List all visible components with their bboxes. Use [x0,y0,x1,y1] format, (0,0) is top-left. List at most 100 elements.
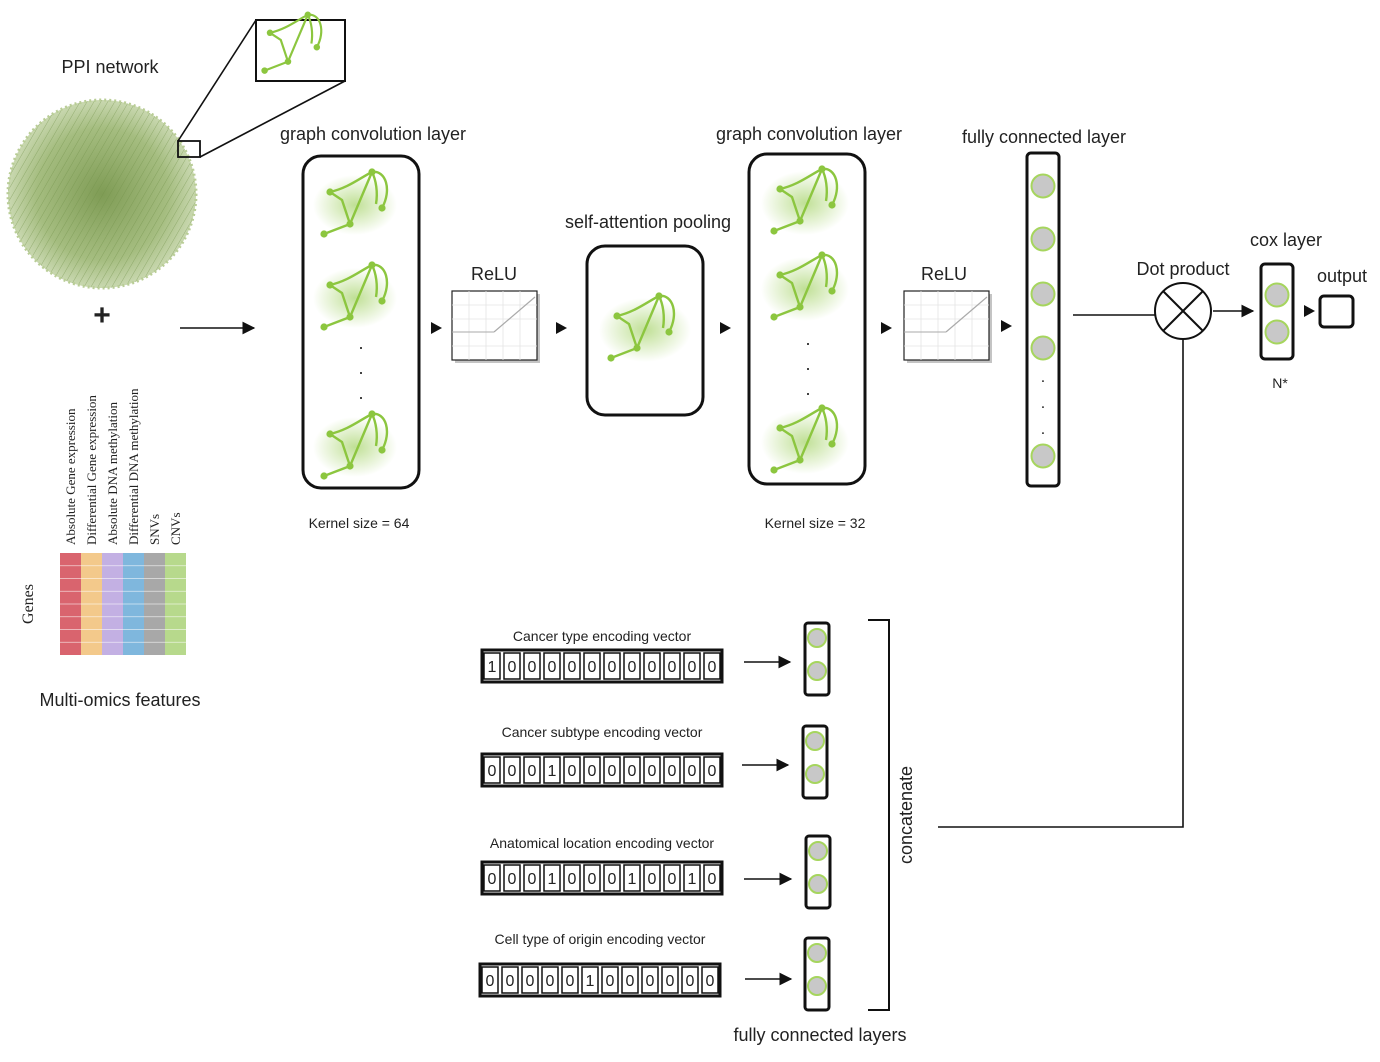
encoding-bit: 0 [568,763,577,780]
encoding-bit: 0 [668,871,677,888]
gcl-2-kernel-graph [761,164,849,236]
encoding-bit: 1 [628,871,637,888]
encoding-bit: 0 [686,973,695,990]
concatenate-label: concatenate [896,766,916,864]
encoding-bit: 0 [508,871,517,888]
encoding-bit-cell [543,652,561,680]
encoding-bit: 0 [526,973,535,990]
encoding-bit: 0 [688,659,697,676]
encoding-bit: 0 [528,659,537,676]
encoding-bit: 0 [568,871,577,888]
encoding-vector-box [480,752,724,788]
encoding-bit: 0 [528,871,537,888]
arrow-head [1001,320,1012,332]
zoom-selection-box [177,140,201,158]
neuron [1030,443,1056,469]
encoding-bit-cell [583,652,601,680]
encoding-bit: 0 [608,763,617,780]
encoding-bit: 0 [566,973,575,990]
encoding-bit-cell [483,756,501,784]
encoding-bit-cell [523,652,541,680]
encoding-bit-cell [481,966,499,994]
encoding-bit-cell [601,966,619,994]
neuron [807,628,827,648]
encoding-bit-cell [663,864,681,892]
pooled-graph [599,291,691,363]
encoding-bit: 0 [688,763,697,780]
encoding-bit-cell [543,864,561,892]
fc-layers-label: fully connected layers [733,1025,906,1045]
encoding-bit-cell [663,756,681,784]
encoding-bit: 0 [708,659,717,676]
dot-product-operator [1154,282,1212,340]
neuron [1030,173,1056,199]
encoding-bit-cell [503,864,521,892]
encoding-bit-cell [683,652,701,680]
ellipsis-dot: . [1041,369,1045,386]
encoding-bit: 0 [508,659,517,676]
ppi-network-label: PPI network [61,57,159,77]
encoding-bit: 0 [568,659,577,676]
zoom-inset [255,10,346,82]
encoding-bit-cell [563,756,581,784]
output-node [1318,294,1355,329]
cox-layer-title: cox layer [1250,230,1322,250]
arrow-head [431,322,442,334]
encoding-bit: 1 [488,659,497,676]
encoding-bit: 0 [546,973,555,990]
encoding-vector-title: Cancer subtype encoding vector [502,724,703,740]
encoding-bit: 0 [628,659,637,676]
encoding-bit: 0 [668,659,677,676]
encoding-bit: 1 [586,973,595,990]
encoding-bit: 0 [548,659,557,676]
encoding-bit-cell [583,864,601,892]
encoding-bit: 0 [666,973,675,990]
encoding-bit: 0 [608,659,617,676]
encoding-bit-cell [603,864,621,892]
dot-product-label: Dot product [1136,259,1229,279]
encoding-bit-cell [683,864,701,892]
encoding-bit-cell [543,756,561,784]
encoding-bit-cell [643,864,661,892]
concatenate-bracket [868,619,890,1011]
encoding-bit: 0 [488,871,497,888]
kernel-size-64-label: Kernel size = 64 [309,515,410,531]
encoding-bit-cell [621,966,639,994]
n-star-label: N* [1272,375,1288,391]
relu-1-label: ReLU [471,264,517,284]
concat-to-dot-line [938,339,1184,828]
encoding-bit: 0 [708,871,717,888]
encoding-vector-box [480,860,724,896]
ellipsis-dot: . [805,354,810,374]
neuron [808,874,828,894]
encoding-bit: 0 [708,763,717,780]
encoding-bit: 0 [506,973,515,990]
encoding-bit-cell [563,864,581,892]
neuron [1030,226,1056,252]
encoding-bit-cell [583,756,601,784]
ellipsis-dot: . [805,379,810,399]
neuron [1264,319,1290,345]
encoding-bit: 0 [668,763,677,780]
encoding-bit: 0 [528,763,537,780]
encoding-bit-cell [503,652,521,680]
encoding-bit-cell [681,966,699,994]
encoding-bit: 0 [648,659,657,676]
encoding-bit: 0 [606,973,615,990]
neuron [805,731,825,751]
encoding-bit-cell [643,652,661,680]
relu-2-label: ReLU [921,264,967,284]
zoom-connector-line [199,80,346,158]
encoding-bit: 1 [548,871,557,888]
neuron [1030,281,1056,307]
encoding-bit-cell [701,966,719,994]
arrow-head [881,322,892,334]
arrow-head [720,322,731,334]
encoding-vector-title: Anatomical location encoding vector [490,835,714,851]
gcl-2-kernel-graph [761,250,849,322]
encoding-vector-box [480,648,724,684]
omics-column-label: Differential DNA methylation [126,388,141,545]
plus-sign: + [93,299,111,332]
omics-column-label: CNVs [168,512,183,545]
